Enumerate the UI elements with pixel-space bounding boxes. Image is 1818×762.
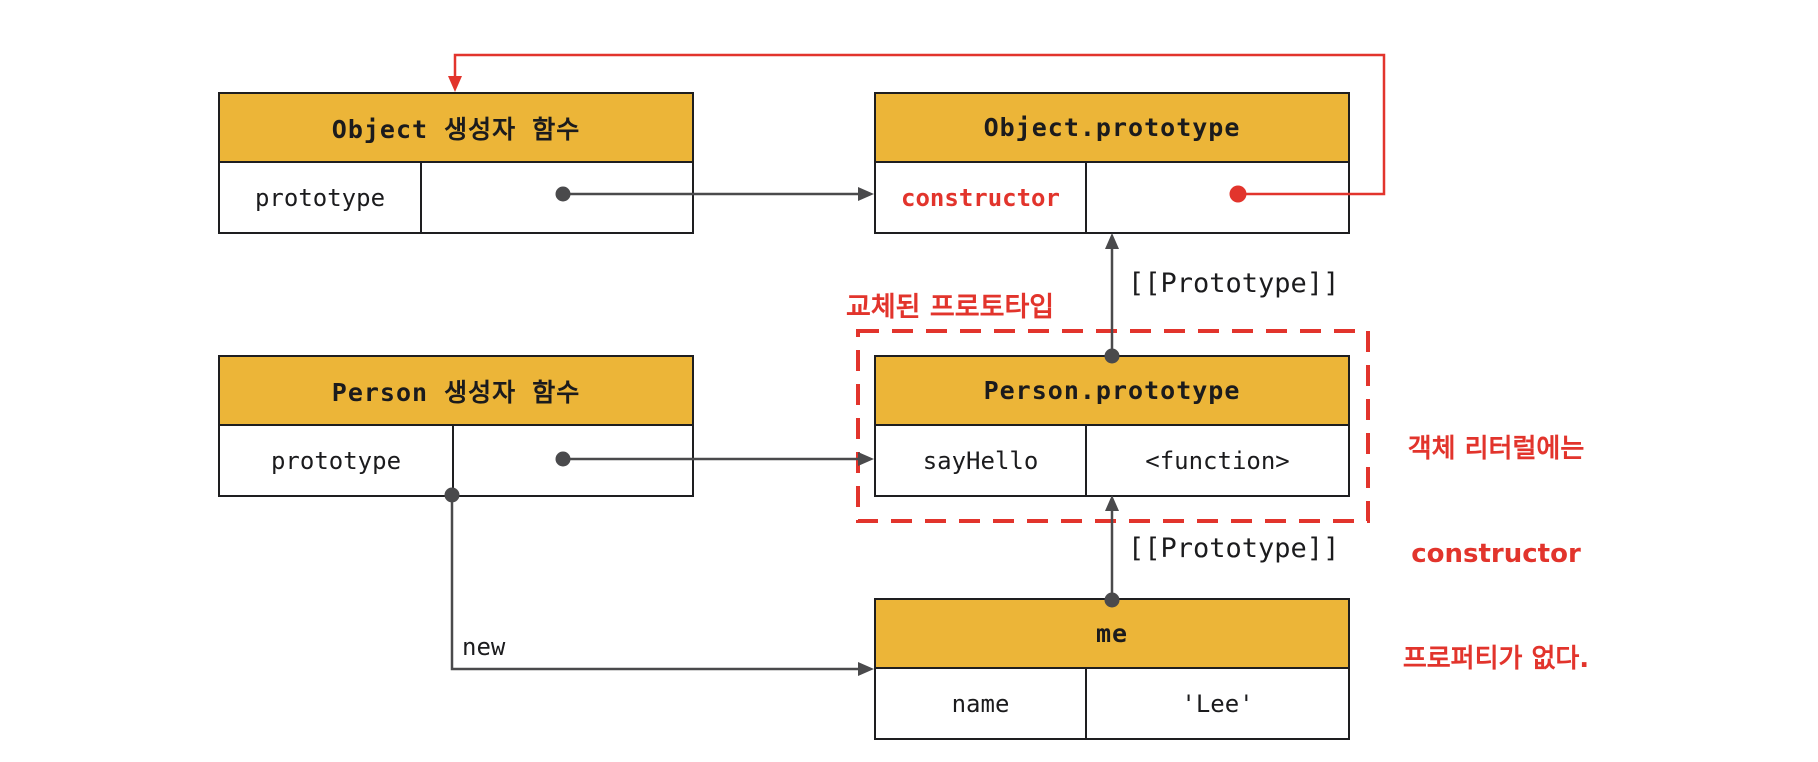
arrowhead-right-icon [858,452,874,466]
person-prototype-title: Person.prototype [876,357,1348,426]
person-prototype-row: sayHello <function> [876,426,1348,495]
object-prototype-row: constructor [876,163,1348,232]
no-constructor-annotation: 객체 리터럴에는 constructor 프로퍼티가 없다. [1390,362,1602,747]
prototype-link-bottom-arrow [1104,495,1120,608]
object-constructor-prototype-cell: prototype [220,163,422,232]
arrowhead-right-icon [858,187,874,201]
me-value-cell: 'Lee' [1181,689,1254,718]
object-constructor-box: Object 생성자 함수 prototype [218,92,694,234]
person-prototype-function-cell: <function> [1145,446,1290,475]
object-constructor-row: prototype [220,163,692,232]
arrowhead-up-icon [1105,233,1119,249]
prototype-link-bottom-label: [[Prototype]] [1128,533,1340,564]
annotation-line-3: 프로퍼티가 없다. [1402,644,1590,674]
annotation-line-2: constructor [1411,539,1581,569]
prototype-link-top-label: [[Prototype]] [1128,268,1340,299]
me-instance-box: me name 'Lee' [874,598,1350,740]
person-constructor-box: Person 생성자 함수 prototype [218,355,694,497]
object-prototype-value-cell [1087,163,1348,232]
object-prototype-title: Object.prototype [876,94,1348,163]
new-operator-label: new [462,633,506,661]
arrowhead-up-icon [1105,495,1119,511]
person-constructor-row: prototype [220,426,692,495]
object-constructor-title: Object 생성자 함수 [220,94,692,163]
person-prototype-box: Person.prototype sayHello <function> [874,355,1350,497]
person-prototype-sayhello-cell: sayHello [876,426,1087,495]
new-instance-arrow [444,487,874,676]
object-prototype-constructor-cell: constructor [876,163,1087,232]
me-instance-row: name 'Lee' [876,669,1348,738]
annotation-line-1: 객체 리터럴에는 [1407,434,1585,464]
replaced-prototype-label: 교체된 프로토타입 [846,292,1055,323]
person-constructor-prototype-cell: prototype [220,426,454,495]
arrowhead-right-icon [858,662,874,676]
object-prototype-box: Object.prototype constructor [874,92,1350,234]
me-name-cell: name [876,669,1087,738]
object-constructor-value-cell [422,163,692,232]
constructor-arrowhead-down-icon [448,76,462,92]
person-constructor-title: Person 생성자 함수 [220,357,692,426]
person-constructor-value-cell [454,426,692,495]
me-instance-title: me [876,600,1348,669]
prototype-link-top-arrow [1104,233,1120,364]
